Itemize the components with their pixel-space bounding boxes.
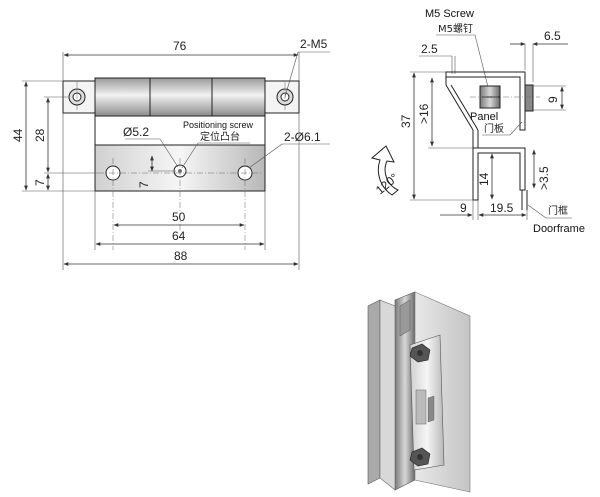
- hinge-barrel: [94, 77, 266, 117]
- dim-88: 88: [174, 249, 188, 263]
- screw-head-top-icon: [409, 343, 431, 363]
- dim-9-bottom: 9: [460, 201, 467, 215]
- dim-19-5: 19.5: [490, 201, 514, 215]
- label-positioning-screw-cn: 定位凸台: [200, 130, 240, 143]
- dim-9-right: 9: [546, 96, 560, 103]
- dim-6-5: 6.5: [544, 29, 561, 43]
- dim-50: 50: [172, 210, 186, 224]
- dim-76: 76: [173, 39, 187, 53]
- hinge-3d-illustration: [367, 291, 471, 493]
- doorframe-panel: [367, 299, 381, 485]
- dim-2-m5: 2-M5: [300, 37, 328, 51]
- dim-2-5: 2.5: [421, 42, 438, 56]
- dim-holes-6-1: 2-Ø6.1: [284, 130, 321, 144]
- rotation-arrow-icon: [370, 145, 399, 196]
- dim-7-mid: 7: [137, 181, 151, 188]
- front-view: 76 2-M5 44 28 7 7 Ø5.2 Positioning screw…: [11, 37, 330, 270]
- dim-37: 37: [399, 114, 413, 128]
- hinge-3d-barrel: [409, 334, 445, 471]
- dim-hole-5-2: Ø5.2: [123, 125, 149, 139]
- dim-7-left: 7: [33, 179, 47, 186]
- dim-gt3-5: >3.5: [537, 166, 551, 190]
- dim-64: 64: [172, 229, 186, 243]
- label-panel-cn: 门板: [484, 122, 504, 135]
- label-panel: Panel: [470, 111, 498, 123]
- label-m5-screw: M5 Screw: [425, 8, 474, 20]
- dim-14: 14: [477, 172, 491, 186]
- dim-28: 28: [33, 128, 47, 142]
- label-doorframe: Doorframe: [533, 223, 585, 235]
- label-positioning-screw: Positioning screw: [183, 120, 254, 130]
- dim-angle-120: 120°: [373, 170, 401, 197]
- side-view: M5 Screw M5螺钉 2.5 6.5 9 Panel 门板: [370, 8, 585, 235]
- dim-44: 44: [11, 128, 25, 142]
- dim-gt16: >16: [417, 103, 431, 124]
- screw-head-bottom-icon: [409, 447, 431, 467]
- label-doorframe-cn: 门框: [548, 204, 568, 217]
- label-m5-screw-cn: M5螺钉: [438, 23, 473, 35]
